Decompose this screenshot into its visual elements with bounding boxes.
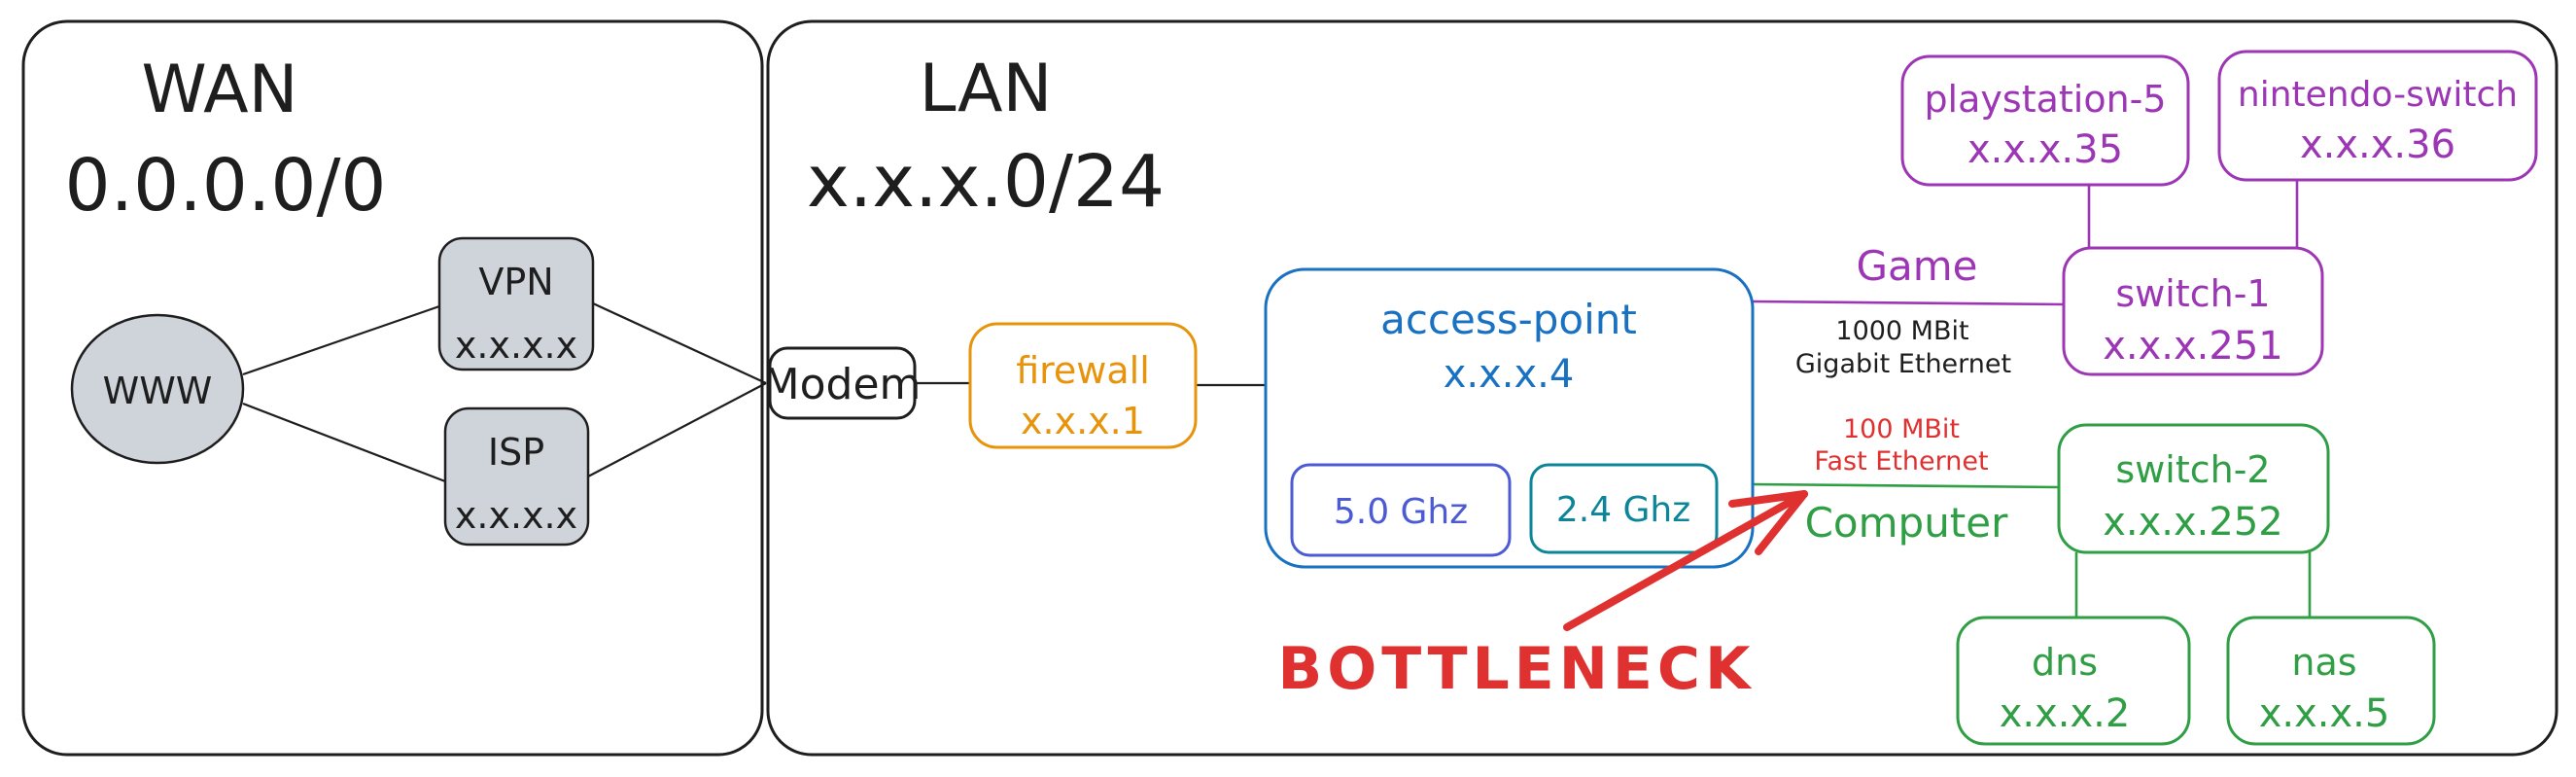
firewall-ip: x.x.x.1 <box>1021 400 1145 442</box>
bottleneck-arrow-barb-2 <box>1755 490 1808 555</box>
band-5ghz-label: 5.0 Ghz <box>1334 492 1468 532</box>
nas-node: nas x.x.x.5 <box>2226 616 2436 746</box>
switch-1-shape <box>2062 246 2324 376</box>
playstation-ip: x.x.x.35 <box>1967 127 2123 172</box>
dns-ip: x.x.x.2 <box>2000 691 2131 736</box>
firewall-node: firewall x.x.x.1 <box>968 322 1198 449</box>
access-point-ip: x.x.x.4 <box>1444 352 1575 397</box>
lan-title: LAN <box>920 51 1053 127</box>
nas-shape <box>2226 616 2436 746</box>
modem-node: Modem <box>763 346 922 420</box>
band-5ghz-shape <box>1290 463 1512 557</box>
switch-2-label: switch-2 <box>2115 448 2270 491</box>
edge-isp-modem <box>587 382 767 477</box>
playstation-node: playstation-5 x.x.x.35 <box>1900 54 2190 187</box>
wan-title: WAN <box>142 52 298 128</box>
switch-1-ip: x.x.x.251 <box>2103 324 2283 369</box>
nintendo-shape <box>2217 50 2538 182</box>
playstation-label: playstation-5 <box>1924 78 2166 121</box>
isp-shape <box>443 406 590 547</box>
lan-subnet: x.x.x.0/24 <box>807 140 1165 224</box>
firewall-label: firewall <box>1016 349 1150 392</box>
switch-2-ip: x.x.x.252 <box>2103 500 2283 545</box>
nintendo-node: nintendo-switch x.x.x.36 <box>2217 50 2538 182</box>
switch-1-label: switch-1 <box>2115 272 2270 315</box>
edge-www-vpn <box>242 304 440 376</box>
wan-subnet: 0.0.0.0/0 <box>65 144 387 228</box>
dns-node: dns x.x.x.2 <box>1956 616 2191 746</box>
vpn-label: VPN <box>478 261 553 303</box>
nintendo-ip: x.x.x.36 <box>2300 123 2455 167</box>
access-point-node: access-point x.x.x.4 5.0 Ghz 2.4 Ghz <box>1264 267 1755 569</box>
bottleneck-arrow-shaft <box>1563 490 1808 631</box>
band-24ghz-shape <box>1529 463 1719 554</box>
band-24ghz-label: 2.4 Ghz <box>1556 490 1690 530</box>
access-point-label: access-point <box>1380 296 1637 343</box>
dns-label: dns <box>2032 641 2098 684</box>
switch-1-node: switch-1 x.x.x.251 <box>2062 246 2324 376</box>
nas-ip: x.x.x.5 <box>2259 691 2390 736</box>
wan-region-box <box>21 19 764 757</box>
isp-ip: x.x.x.x <box>455 494 577 537</box>
firewall-shape <box>968 322 1198 449</box>
edge-www-isp <box>242 402 446 483</box>
www-label: WWW <box>103 370 213 412</box>
bottleneck-annotation: BOTTLENECK <box>1278 490 1808 703</box>
computer-link-type: Fast Ethernet <box>1814 446 1988 477</box>
modem-shape <box>768 346 917 420</box>
isp-node: ISP x.x.x.x <box>443 406 590 547</box>
playstation-shape <box>1900 54 2190 187</box>
vpn-shape <box>437 236 595 371</box>
nintendo-label: nintendo-switch <box>2238 75 2518 115</box>
game-link-speed: 1000 MBit <box>1835 316 1968 346</box>
isp-label: ISP <box>488 431 544 474</box>
edge-access-point-switch-1 <box>1752 300 2065 306</box>
game-link-type: Gigabit Ethernet <box>1795 349 2011 379</box>
computer-link-label: Computer <box>1805 499 2009 547</box>
dns-shape <box>1956 616 2191 746</box>
switch-2-node: switch-2 x.x.x.252 <box>2057 423 2330 554</box>
edge-access-point-switch-2 <box>1752 482 2060 489</box>
switch-2-shape <box>2057 423 2330 554</box>
bottleneck-arrow-barb-1 <box>1728 490 1808 508</box>
www-node: WWW <box>70 313 245 465</box>
www-shape <box>70 313 245 465</box>
nas-label: nas <box>2291 641 2356 684</box>
computer-link-speed: 100 MBit <box>1843 414 1960 444</box>
edge-vpn-modem <box>592 302 767 384</box>
modem-label: Modem <box>763 360 922 409</box>
bottleneck-label: BOTTLENECK <box>1278 635 1756 703</box>
vpn-node: VPN x.x.x.x <box>437 236 595 371</box>
vpn-ip: x.x.x.x <box>455 324 577 367</box>
game-link-label: Game <box>1856 242 1977 290</box>
